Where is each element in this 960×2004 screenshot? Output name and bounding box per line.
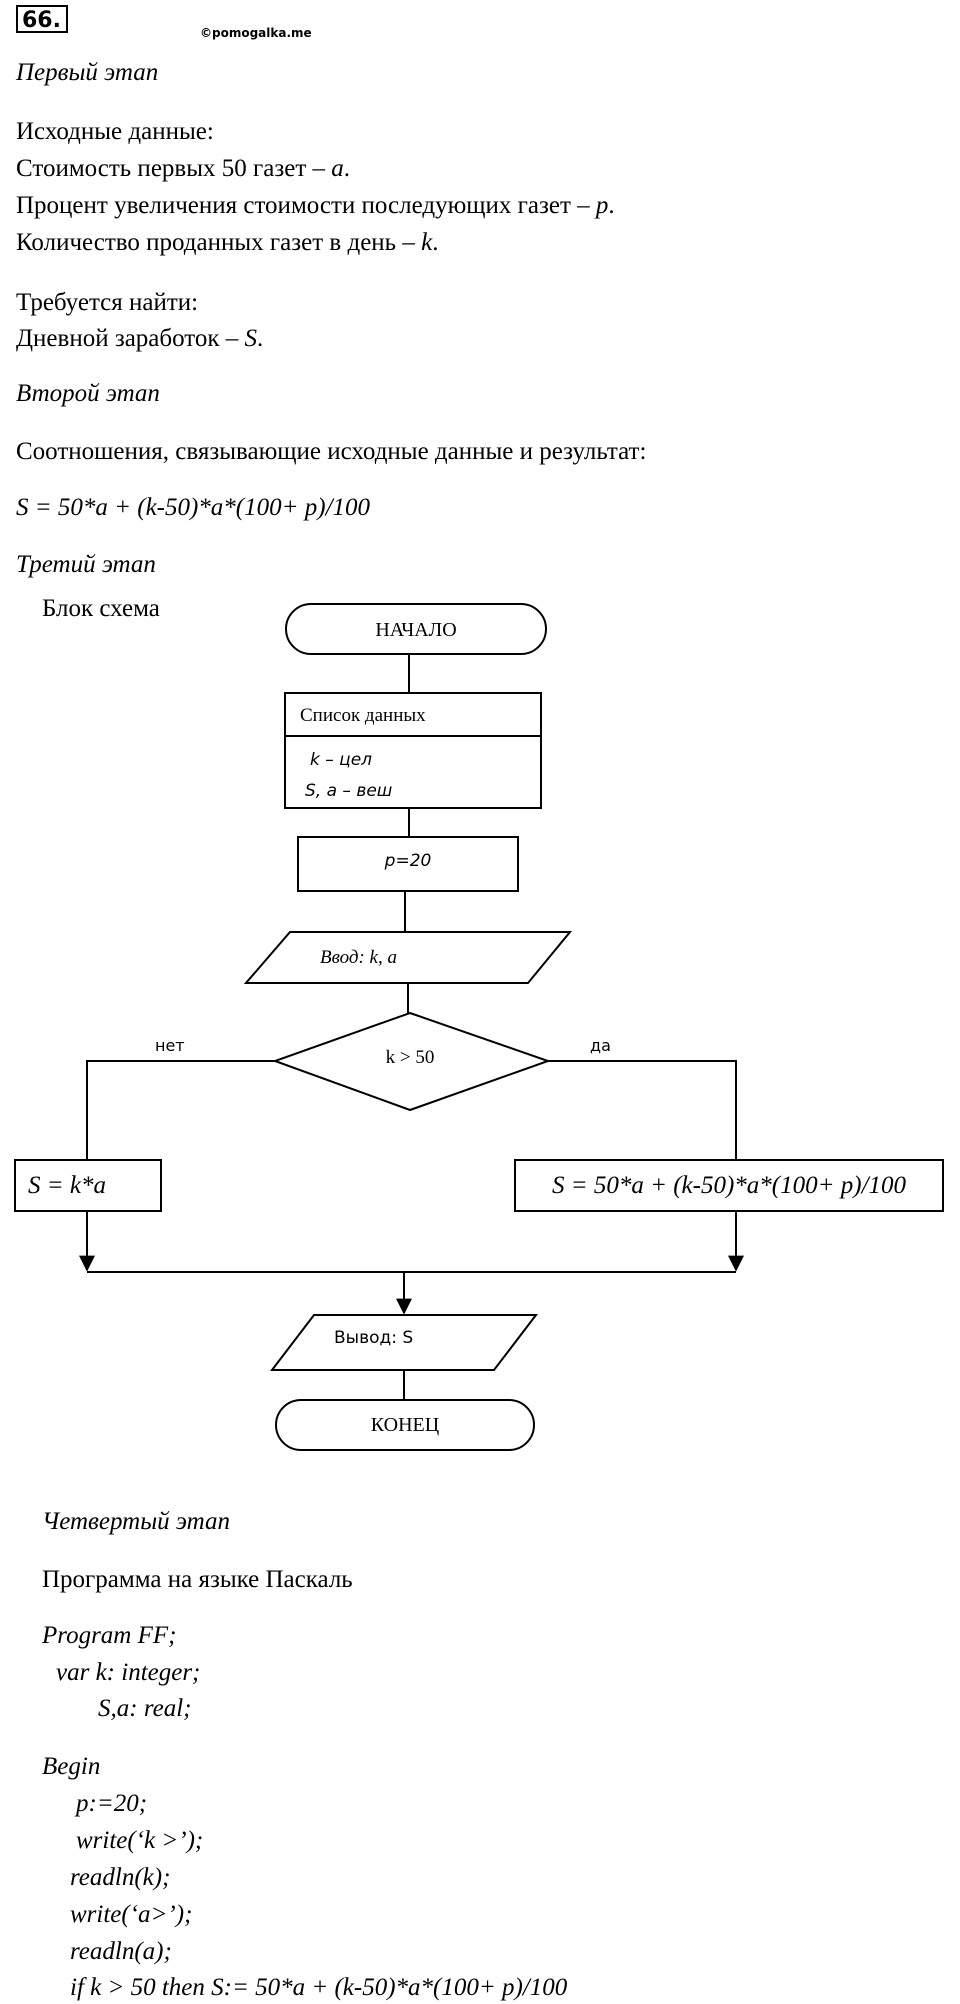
formula: S = 50*a + (k-50)*a*(100+ p)/100	[16, 494, 371, 521]
find-heading: Требуется найти:	[16, 289, 199, 316]
code-line-5: p:=20;	[76, 1790, 148, 1817]
code-line-6: write(‘k >’);	[76, 1827, 204, 1854]
stage1-title: Первый этап	[16, 59, 159, 86]
flowchart: НАЧАЛО Список данных k – цел S, a – веш …	[14, 603, 944, 1451]
yes-action-box	[514, 1159, 944, 1212]
program-heading: Программа на языке Паскаль	[42, 1566, 353, 1593]
given-line-3-end: .	[432, 229, 439, 256]
stage2-title: Второй этап	[16, 380, 160, 407]
data-list-box	[284, 692, 542, 809]
input-text: Ввод: k, a	[320, 947, 397, 968]
given-line-2-var: p	[595, 192, 609, 219]
data-line1-text: k – цел	[310, 750, 372, 770]
no-label: нет	[155, 1036, 185, 1055]
data-line2-text: S, a – веш	[305, 781, 392, 801]
given-line-1-text: Стоимость первых 50 газет –	[16, 155, 332, 182]
given-heading: Исходные данные:	[16, 118, 214, 145]
yes-action-text: S = 50*a + (k-50)*a*(100+ p)/100	[552, 1172, 907, 1199]
code-line-8: write(‘a>’);	[70, 1901, 193, 1928]
yes-label: да	[590, 1036, 611, 1055]
data-header-text: Список данных	[300, 705, 426, 726]
given-line-2-text: Процент увеличения стоимости последующих…	[16, 192, 596, 219]
code-line-3: S,a: real;	[98, 1695, 192, 1722]
condition-text: k > 50	[386, 1047, 435, 1068]
code-line-4: Begin	[42, 1753, 101, 1780]
given-line-3-text: Количество проданных газет в день –	[16, 229, 422, 256]
code-line-1: Program FF;	[42, 1622, 177, 1649]
code-line-2: var k: integer;	[56, 1659, 201, 1686]
task-number: 66.	[16, 5, 68, 33]
find-line-text: Дневной заработок –	[16, 325, 245, 352]
given-line-3-var: k	[421, 229, 433, 256]
input-parallelogram	[243, 931, 573, 984]
stage4-title: Четвертый этап	[42, 1508, 230, 1535]
watermark: ©pomogalka.me	[200, 26, 312, 40]
end-text: КОНЕЦ	[371, 1414, 439, 1436]
condition-diamond	[272, 1011, 552, 1112]
given-line-2: Процент увеличения стоимости последующих…	[16, 191, 615, 221]
find-line: Дневной заработок – S.	[16, 324, 263, 354]
find-line-var: S	[244, 325, 258, 352]
relations-heading: Соотношения, связывающие исходные данные…	[16, 438, 647, 465]
start-text: НАЧАЛО	[375, 619, 456, 641]
no-action-text: S = k*a	[28, 1172, 106, 1199]
code-line-9: readln(a);	[70, 1938, 172, 1965]
output-parallelogram	[269, 1314, 539, 1371]
end-terminator	[275, 1399, 535, 1451]
block-label: Блок схема	[42, 595, 160, 622]
start-terminator	[285, 603, 547, 655]
given-line-2-end: .	[608, 192, 615, 219]
given-line-1-var: a	[331, 155, 344, 182]
assign-text: p=20	[384, 851, 432, 871]
stage3-title: Третий этап	[16, 551, 156, 578]
output-text: Вывод: S	[334, 1328, 413, 1348]
given-line-3: Количество проданных газет в день – k.	[16, 228, 438, 258]
given-line-1-end: .	[343, 155, 351, 182]
assign-box	[297, 836, 519, 892]
code-line-7: readln(k);	[70, 1864, 171, 1891]
given-line-1: Стоимость первых 50 газет – a.	[16, 154, 350, 184]
code-line-10: if k > 50 then S:= 50*a + (k-50)*a*(100+…	[70, 1974, 568, 2001]
find-line-end: .	[257, 325, 264, 352]
